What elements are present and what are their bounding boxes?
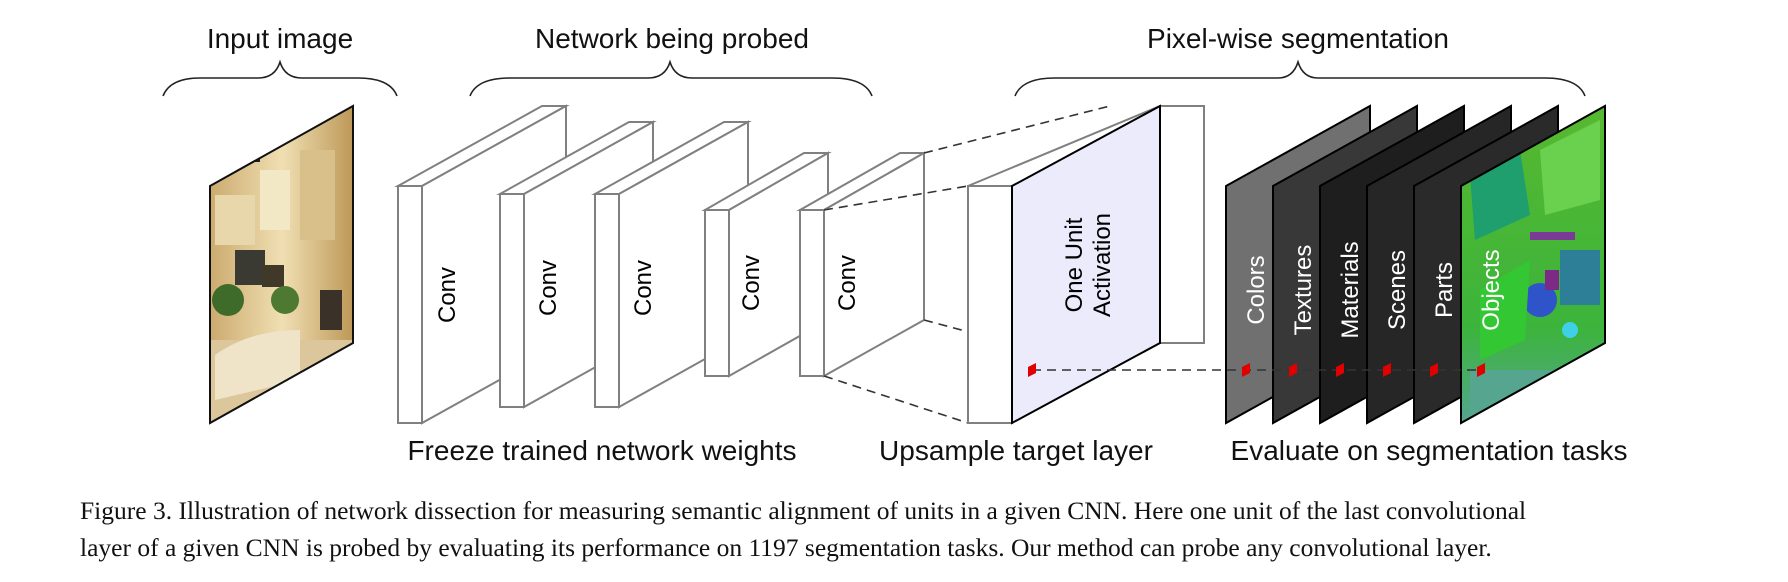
brace-network [469,59,873,97]
input-image [209,104,354,425]
seg-label-colors: Colors [1243,255,1270,324]
activation-label-line2: Activation [1089,213,1116,317]
upsampled-target-layer: One Unit Activation [967,104,1205,425]
footer-upsample: Upsample target layer [879,435,1153,466]
probe-marker-materials [1336,363,1344,377]
probe-marker-objects [1477,363,1485,377]
probe-markers [1028,363,1485,377]
probe-marker-parts [1430,363,1438,377]
activation-label-line1: One Unit [1061,217,1088,312]
brace-segmentation [1014,59,1586,97]
caption-line-1: Figure 3. Illustration of network dissec… [80,496,1527,525]
seg-label-scenes: Scenes [1384,250,1411,330]
probe-marker-activation [1028,363,1036,377]
network-dissection-diagram: Input image Network being probed Pixel-w… [162,23,1628,466]
footer-freeze-weights: Freeze trained network weights [407,435,796,466]
conv-label-5: Conv [834,255,861,311]
footer-evaluate: Evaluate on segmentation tasks [1231,435,1628,466]
header-pixel-segmentation: Pixel-wise segmentation [1147,23,1449,54]
upsample-projection-lines [823,105,1111,424]
conv-label-3: Conv [630,260,657,316]
conv-label-4: Conv [738,255,765,311]
seg-label-textures: Textures [1290,245,1317,336]
figure-caption: Figure 3. Illustration of network dissec… [80,492,1760,566]
brace-input [162,59,398,97]
probe-marker-textures [1289,363,1297,377]
probe-marker-colors [1242,363,1250,377]
seg-label-objects: Objects [1478,249,1505,330]
seg-label-materials: Materials [1337,241,1364,338]
conv-label-1: Conv [434,267,461,323]
conv-label-2: Conv [535,260,562,316]
caption-line-2: layer of a given CNN is probed by evalua… [80,533,1492,562]
probe-marker-scenes [1383,363,1391,377]
header-input-image: Input image [207,23,353,54]
conv-layer-5: Conv [796,151,928,378]
header-network-probed: Network being probed [535,23,809,54]
seg-label-parts: Parts [1431,262,1458,318]
